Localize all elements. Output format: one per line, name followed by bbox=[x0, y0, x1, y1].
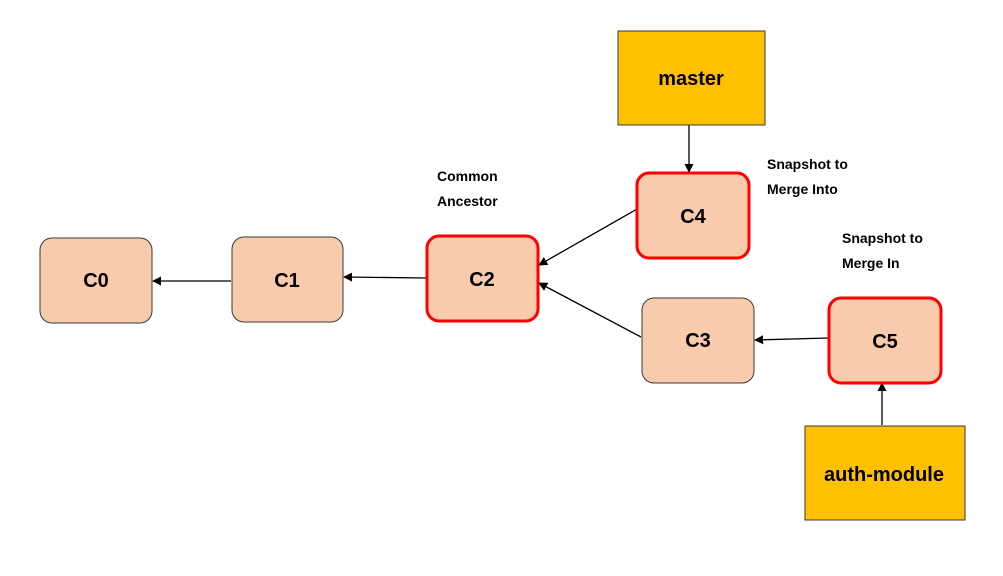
annotation-common-ancestor: Common Ancestor bbox=[437, 168, 498, 209]
edge-c2-to-c1 bbox=[343, 272, 427, 282]
edge-c4-to-c2 bbox=[538, 208, 638, 266]
commit-c1[interactable]: C1 bbox=[231, 236, 344, 323]
annotation-line: Snapshot to bbox=[842, 230, 923, 246]
branch-master[interactable]: master bbox=[617, 30, 766, 126]
branch-label: auth-module bbox=[824, 464, 944, 486]
commit-c5[interactable]: C5 bbox=[827, 296, 943, 385]
commit-c2[interactable]: C2 bbox=[425, 234, 540, 323]
annotation-merge-into: Snapshot to Merge Into bbox=[767, 156, 848, 197]
branch-label: master bbox=[658, 68, 724, 90]
annotation-merge-in: Snapshot to Merge In bbox=[842, 230, 923, 271]
commit-label: C0 bbox=[83, 270, 109, 292]
commit-label: C2 bbox=[469, 269, 495, 291]
annotation-line: Merge Into bbox=[767, 181, 838, 197]
branch-auth-module[interactable]: auth-module bbox=[804, 425, 966, 521]
commit-c4[interactable]: C4 bbox=[635, 171, 751, 260]
edge-c5-to-c3 bbox=[754, 335, 830, 345]
annotation-line: Ancestor bbox=[437, 193, 498, 209]
commit-label: C4 bbox=[680, 206, 706, 228]
annotation-line: Snapshot to bbox=[767, 156, 848, 172]
commit-c3[interactable]: C3 bbox=[641, 297, 755, 384]
annotation-line: Merge In bbox=[842, 255, 900, 271]
commit-label: C3 bbox=[685, 330, 711, 352]
edge-c3-to-c2 bbox=[538, 282, 642, 338]
commit-label: C1 bbox=[274, 270, 300, 292]
annotation-line: Common bbox=[437, 168, 498, 184]
commit-c0[interactable]: C0 bbox=[39, 237, 153, 324]
commit-label: C5 bbox=[872, 331, 898, 353]
edges bbox=[152, 125, 887, 425]
